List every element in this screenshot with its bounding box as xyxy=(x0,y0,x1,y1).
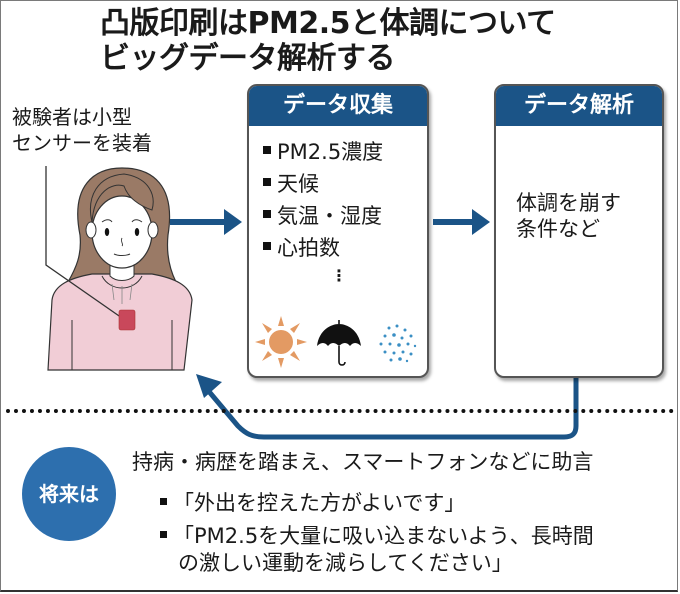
analysis-text-line-2: 条件など xyxy=(516,217,600,241)
data-analysis-header: データ解析 xyxy=(496,86,662,126)
subject-label-line-1: 被験者は小型 xyxy=(12,105,132,129)
future-advice: 持病・病歴を踏まえ、スマートフォンなどに助言 xyxy=(132,450,594,474)
more-items-ellipsis: ⋮ xyxy=(331,266,347,285)
square-bullet-icon xyxy=(263,210,271,218)
collection-item: PM2.5濃度 xyxy=(263,136,427,168)
subject-label-line-2: センサーを装着 xyxy=(12,131,152,155)
collection-item-label: PM2.5濃度 xyxy=(277,140,384,164)
square-bullet-icon xyxy=(263,146,271,154)
square-bullet-icon xyxy=(263,242,271,250)
collection-item-label: 気温・湿度 xyxy=(277,204,382,228)
advice-examples: 「外出を控えた方がよいです」 「PM2.5を大量に吸い込まないよう、長時間 の激… xyxy=(160,490,594,583)
advice-example: 「PM2.5を大量に吸い込まないよう、長時間 の激しい運動を減らしてください」 xyxy=(160,523,594,577)
data-collection-header: データ収集 xyxy=(249,86,427,126)
collection-item: 天候 xyxy=(263,168,427,200)
woman-icon xyxy=(47,167,193,371)
collection-item-label: 天候 xyxy=(277,172,319,196)
square-bullet-icon xyxy=(160,530,167,538)
collection-item-label: 心拍数 xyxy=(277,236,340,260)
feedback-arrow xyxy=(196,374,579,440)
advice-example-text: 「PM2.5を大量に吸い込まないよう、長時間 xyxy=(173,524,594,548)
title-line-2: ビッグデータ解析する xyxy=(100,41,395,76)
data-collection-box: データ収集 PM2.5濃度 天候 気温・湿度 心拍数 ⋮ xyxy=(247,84,429,378)
section-divider xyxy=(6,409,674,413)
collection-list: PM2.5濃度 天候 気温・湿度 心拍数 xyxy=(263,136,427,264)
umbrella-icon xyxy=(317,320,361,366)
advice-example: 「外出を控えた方がよいです」 xyxy=(160,490,594,517)
future-badge: 将来は xyxy=(22,447,116,541)
particles-icon xyxy=(379,324,417,363)
arrow-to-collection xyxy=(170,209,242,235)
data-analysis-box: データ解析 体調を崩す 条件など xyxy=(494,84,664,378)
leader-line xyxy=(45,166,123,319)
square-bullet-icon xyxy=(263,178,271,186)
advice-example-text-continued: の激しい運動を減らしてください」 xyxy=(178,551,513,575)
analysis-text-line-1: 体調を崩す xyxy=(516,191,621,215)
analysis-result: 体調を崩す 条件など xyxy=(516,190,621,242)
sun-icon xyxy=(255,316,307,368)
collection-item: 気温・湿度 xyxy=(263,200,427,232)
subject-label: 被験者は小型 センサーを装着 xyxy=(12,104,152,156)
title-line-1: 凸版印刷はPM2.5と体調について xyxy=(100,6,556,41)
weather-icons xyxy=(255,316,417,368)
square-bullet-icon xyxy=(160,497,167,505)
diagram-title: 凸版印刷はPM2.5と体調について ビッグデータ解析する xyxy=(100,6,556,76)
arrow-to-analysis xyxy=(433,209,490,235)
advice-example-text: 「外出を控えた方がよいです」 xyxy=(173,491,466,515)
sensor-icon xyxy=(118,309,136,331)
collection-item: 心拍数 xyxy=(263,232,427,264)
